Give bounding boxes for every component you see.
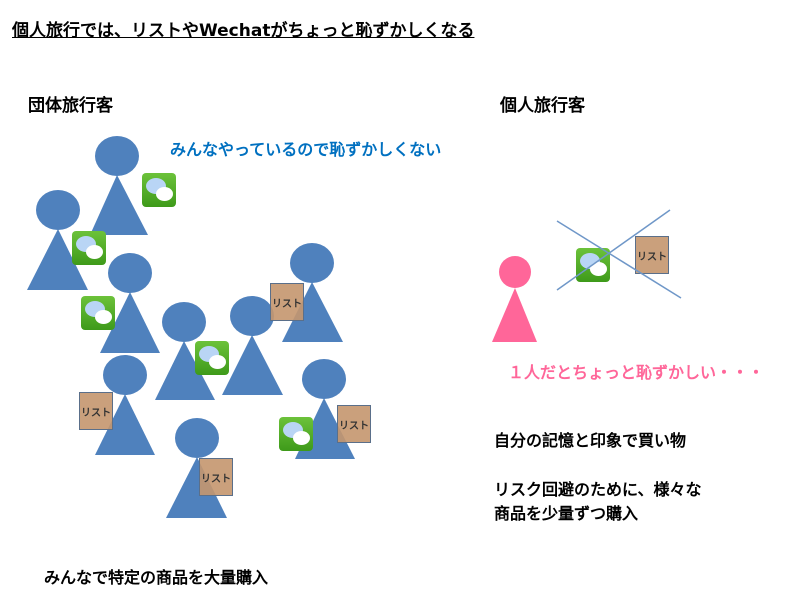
group-heading: 団体旅行客 bbox=[28, 96, 113, 116]
person-icon bbox=[27, 190, 88, 290]
solo-note-memory: 自分の記憶と印象で買い物 bbox=[494, 431, 687, 450]
solo-heading: 個人旅行客 bbox=[500, 96, 585, 116]
shopping-list-icon: リスト bbox=[270, 283, 304, 321]
solo-callout: １人だとちょっと恥ずかしい・・・ bbox=[508, 363, 765, 382]
solo-note-risk-2: 商品を少量ずつ購入 bbox=[494, 504, 639, 523]
solo-note-risk-1: リスク回避のために、様々な bbox=[494, 480, 702, 499]
wechat-icon bbox=[142, 173, 176, 207]
person-icon bbox=[95, 355, 155, 455]
slide-title: 個人旅行では、リストやWechatがちょっと恥ずかしくなる bbox=[12, 21, 475, 41]
shopping-list-icon: リスト bbox=[199, 458, 233, 496]
solo-person-icon bbox=[492, 256, 537, 342]
person-icon bbox=[155, 302, 215, 400]
person-icon bbox=[222, 296, 283, 395]
person-icon bbox=[100, 253, 160, 353]
shopping-list-icon: リスト bbox=[635, 236, 669, 274]
group-footer: みんなで特定の商品を大量購入 bbox=[44, 568, 269, 587]
group-callout: みんなやっているので恥ずかしくない bbox=[170, 140, 442, 159]
shopping-list-icon: リスト bbox=[79, 392, 113, 430]
wechat-icon bbox=[279, 417, 313, 451]
person-icon bbox=[282, 243, 343, 342]
wechat-icon bbox=[81, 296, 115, 330]
shopping-list-icon: リスト bbox=[337, 405, 371, 443]
person-icon bbox=[166, 418, 227, 518]
wechat-icon bbox=[72, 231, 106, 265]
wechat-icon bbox=[195, 341, 229, 375]
person-icon bbox=[90, 136, 148, 235]
